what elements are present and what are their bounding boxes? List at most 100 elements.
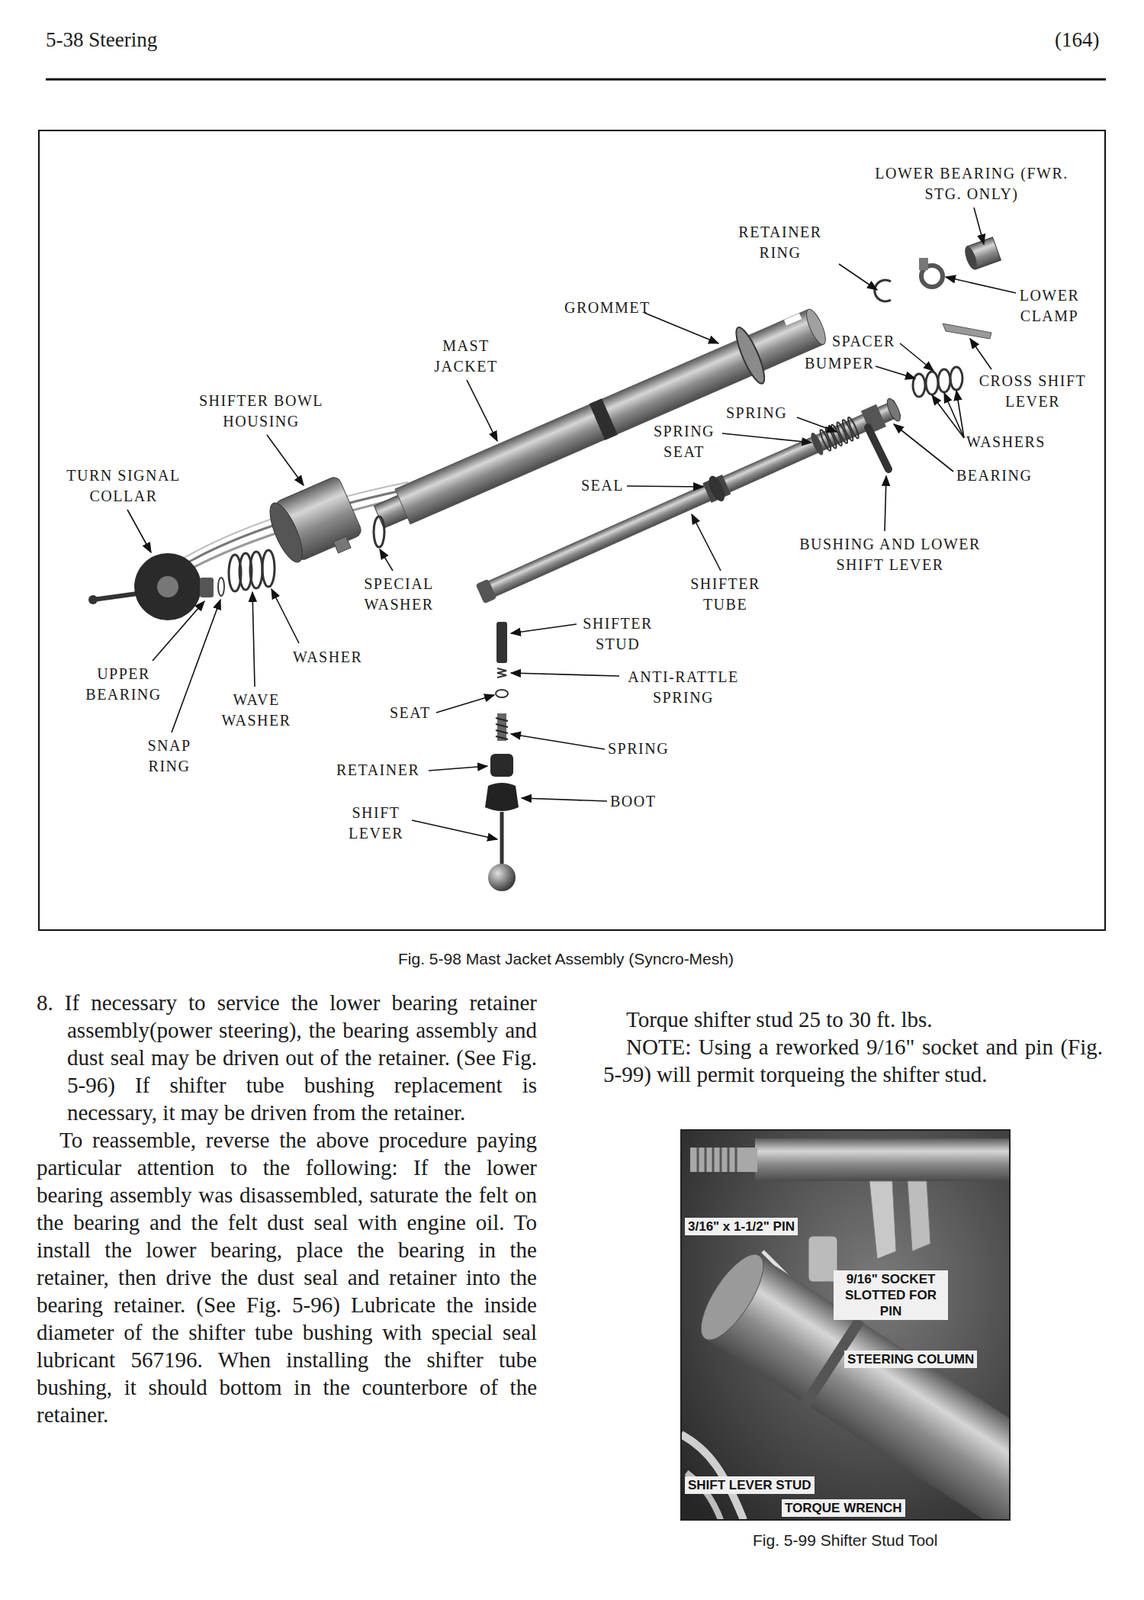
figure-frame	[38, 130, 1106, 930]
seat	[495, 689, 508, 698]
photo-label: SHIFT LEVER STUD	[684, 1475, 815, 1494]
leader-line	[411, 819, 498, 839]
lever-knob	[488, 863, 516, 891]
leader-line	[510, 623, 577, 634]
part-label: MAST JACKET	[420, 335, 512, 377]
bearing	[884, 396, 903, 423]
leader-line	[252, 591, 255, 687]
leader-line	[956, 390, 965, 438]
photo-frame	[681, 1129, 1010, 1520]
page-number: (164)	[1054, 27, 1100, 52]
shifter-bowl-housing	[263, 475, 367, 573]
photo-threads	[697, 1147, 736, 1172]
part-label: SHIFTER STUD	[568, 613, 668, 655]
header-rule	[45, 78, 1106, 81]
leader-line	[796, 417, 837, 432]
leader-line	[271, 588, 299, 643]
upper-bearing	[199, 577, 214, 598]
spacer	[925, 371, 939, 395]
photo-label: 9/16" SOCKET SLOTTED FOR PIN	[833, 1269, 948, 1320]
lower-bearing	[962, 237, 1001, 271]
signal-knob	[88, 594, 98, 605]
housing-end	[263, 498, 309, 566]
tube-knob	[475, 578, 498, 605]
leader-line	[722, 433, 812, 443]
part-label: SHIFTER TUBE	[671, 573, 779, 615]
leader-line	[510, 733, 605, 749]
clamp-ear	[919, 257, 929, 270]
jacket-band	[589, 398, 618, 441]
photo-label: STEERING COLUMN	[844, 1349, 977, 1368]
retainer	[490, 753, 514, 777]
leader-line	[691, 514, 721, 571]
part-label: BOOT	[610, 790, 672, 812]
part-label: SPRING	[726, 402, 803, 424]
part-label: BUMPER	[804, 353, 889, 374]
part-label: LOWER BEARING (FWR. STG. ONLY)	[868, 163, 1075, 205]
shifter-stud	[496, 621, 508, 663]
part-label: SPECIAL WASHER	[345, 573, 453, 615]
body-paragraph: Torque shifter stud 25 to 30 ft. lbs.	[603, 1005, 1103, 1033]
special-washer	[373, 516, 385, 547]
part-label: LOWER CLAMP	[1004, 285, 1095, 327]
leader-line	[379, 549, 393, 571]
spring-seat	[808, 430, 826, 457]
signal-lever	[93, 593, 138, 600]
washer	[938, 369, 951, 393]
leader-line	[893, 424, 954, 472]
leader-line	[944, 392, 965, 438]
leader-line	[510, 672, 620, 676]
wave-washer	[250, 551, 263, 589]
lower-shift-lever	[867, 427, 889, 470]
jacket-tube	[395, 308, 824, 524]
leader-line	[899, 343, 934, 371]
photo-label: 3/16" x 1-1/2" PIN	[684, 1217, 798, 1235]
seal-lip	[705, 473, 728, 504]
bearing-end	[962, 244, 980, 271]
part-label: RETAINER RING	[723, 221, 838, 264]
leader-line	[466, 379, 498, 441]
part-label: WAVE WASHER	[206, 689, 306, 731]
leader-line	[644, 312, 719, 344]
part-label: RETAINER	[336, 759, 436, 781]
part-label: SPRING SEAT	[638, 420, 730, 463]
boot	[485, 782, 519, 811]
leader-line	[127, 509, 152, 553]
part-label: SEAL	[581, 475, 643, 496]
shifter-tube	[474, 395, 904, 607]
collar-hole	[157, 575, 179, 598]
jacket-end	[803, 306, 830, 347]
part-label: BUSHING AND LOWER SHIFT LEVER	[775, 533, 1005, 576]
body-paragraph: 8. If necessary to service the lower bea…	[36, 988, 537, 1126]
mast-jacket	[366, 295, 834, 545]
housing-boss	[333, 536, 351, 553]
leader-line	[838, 263, 878, 290]
jacket-slot	[784, 313, 802, 326]
photo-fork	[907, 1180, 931, 1251]
spring-coils	[495, 717, 508, 740]
figure-caption: Fig. 5-99 Shifter Stud Tool	[752, 1529, 938, 1550]
photo-fork	[869, 1180, 897, 1259]
spring-coil	[846, 416, 861, 440]
retainer-ring	[874, 279, 891, 302]
column-end	[689, 1244, 775, 1348]
part-label: UPPER BEARING	[70, 663, 177, 705]
part-label: SEAT	[389, 702, 444, 724]
part-label: SHIFTER BOWL HOUSING	[179, 390, 344, 432]
part-label: SPACER	[832, 330, 916, 352]
lever-rod	[500, 811, 505, 865]
part-label: BEARING	[956, 465, 1048, 486]
part-label: WASHERS	[966, 431, 1066, 453]
cross-shift-lever	[942, 323, 992, 339]
photo-tube	[755, 1137, 1010, 1181]
snap-ring	[218, 577, 225, 596]
part-label: TURN SIGNAL COLLAR	[51, 465, 197, 507]
part-label: CROSS SHIFT LEVER	[965, 370, 1100, 412]
photo	[681, 1129, 1010, 1520]
anti-rattle-spring	[497, 668, 507, 678]
grommet	[731, 324, 770, 386]
washer	[950, 366, 963, 390]
leader-line	[428, 765, 488, 771]
turn-signal-collar	[134, 552, 202, 621]
